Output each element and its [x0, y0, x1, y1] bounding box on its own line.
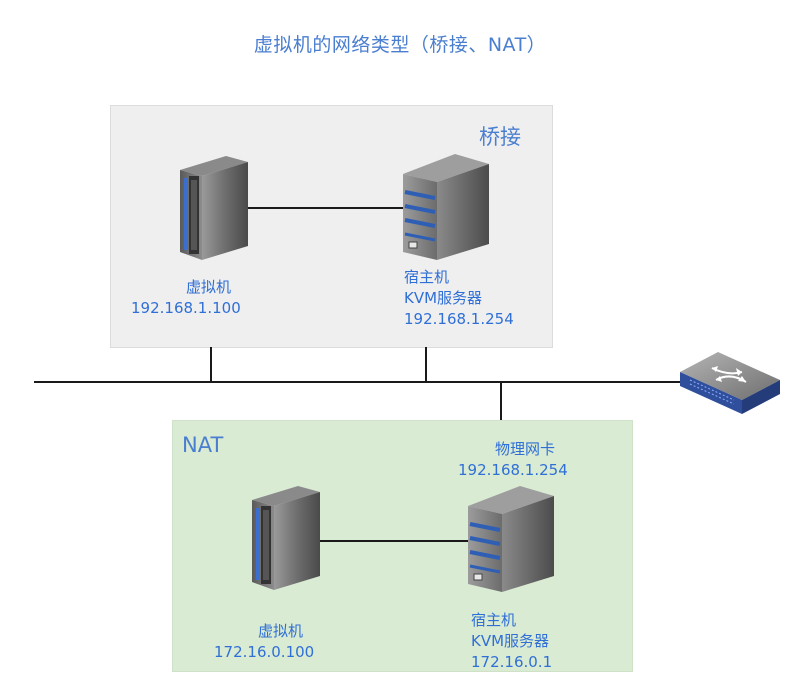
nat-host-uplink: [500, 382, 502, 420]
nat-host-role: KVM服务器: [471, 632, 550, 650]
bridge-vm-host-link: [248, 207, 408, 209]
diagram-title: 虚拟机的网络类型（桥接、NAT）: [253, 34, 547, 56]
nat-vm-name: 虚拟机: [258, 622, 304, 640]
bridge-host-role: KVM服务器: [404, 289, 483, 307]
bridge-host-ip: 192.168.1.254: [404, 310, 514, 328]
bridge-host-name: 宿主机: [404, 268, 450, 286]
host-server-icon: [403, 154, 489, 260]
nat-panel: [172, 420, 633, 672]
bridge-vm-name: 虚拟机: [186, 278, 232, 296]
bridge-panel-label: 桥接: [479, 125, 521, 149]
network-bus-line: [34, 381, 684, 383]
network-switch-icon: [680, 352, 780, 414]
vm-server-icon: [252, 486, 320, 590]
host-server-icon: [468, 486, 554, 592]
nat-vm-host-link: [320, 540, 472, 542]
vm-server-icon: [180, 156, 248, 260]
nat-host-ip: 172.16.0.1: [471, 653, 553, 671]
bridge-vm-ip: 192.168.1.100: [131, 299, 241, 317]
nat-nic-name: 物理网卡: [495, 440, 556, 458]
nat-vm-ip: 172.16.0.100: [214, 643, 315, 661]
nat-nic-ip: 192.168.1.254: [458, 461, 568, 479]
nat-panel-label: NAT: [182, 433, 224, 457]
bridge-vm-uplink: [210, 347, 212, 382]
bridge-host-uplink: [425, 347, 427, 382]
nat-host-name: 宿主机: [471, 611, 517, 629]
